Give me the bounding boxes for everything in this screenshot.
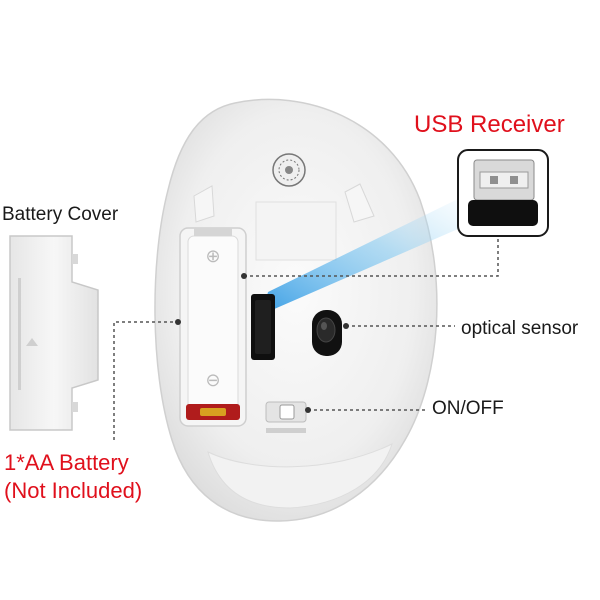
leader-dots — [175, 273, 349, 413]
optical-sensor-eye — [312, 310, 342, 356]
power-switch — [265, 401, 307, 433]
certification-seal-icon — [272, 153, 306, 187]
usb-receiver-label: USB Receiver — [414, 111, 565, 138]
wireless-beam — [258, 196, 474, 330]
leader-lines — [113, 236, 499, 440]
battery-cover — [9, 235, 99, 431]
optical-sensor-label: optical sensor — [461, 318, 579, 339]
battery-label-line1: 1*AA Battery — [4, 450, 129, 475]
svg-text:⊖: ⊖ — [205, 370, 220, 390]
aa-battery-slot: ⊕ ⊖ — [179, 227, 247, 427]
usb-receiver — [457, 149, 549, 237]
on-off-label: ON/OFF — [432, 398, 504, 419]
svg-text:⊕: ⊕ — [205, 246, 220, 266]
receiver-slot — [251, 294, 275, 360]
battery-cover-label: Battery Cover — [2, 204, 119, 225]
battery-label-line2: (Not Included) — [4, 478, 143, 503]
